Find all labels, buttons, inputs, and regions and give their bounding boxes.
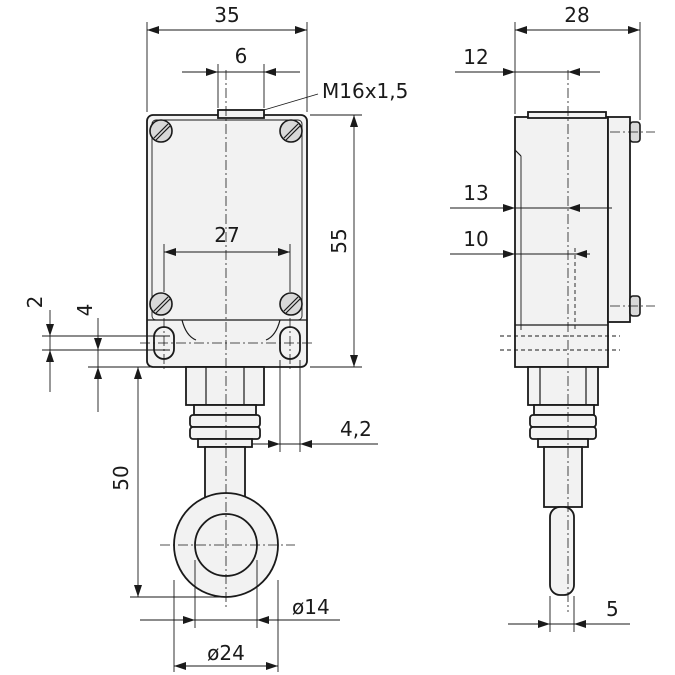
side-housing-step	[514, 149, 522, 157]
dim-thread-6: 6	[182, 44, 300, 108]
dim-lever-50: 50	[109, 366, 226, 598]
dim-d14-label: ø14	[292, 595, 330, 619]
screw-top-left	[149, 119, 173, 143]
dim-28-label: 28	[564, 3, 589, 27]
dim-offset-10: 10	[450, 227, 590, 258]
side-top-boss	[527, 111, 607, 119]
dim-roller-d14: ø14	[140, 560, 340, 628]
dim-12-label: 12	[463, 45, 488, 69]
dim-50-label: 50	[109, 465, 133, 490]
front-flange-notch	[181, 319, 281, 341]
dim-height-55: 55	[310, 114, 362, 368]
dim-plunger-5: 5	[508, 596, 630, 632]
front-view: 35 6 M16x1,5 27	[23, 3, 408, 672]
dim-27-label: 27	[214, 223, 239, 247]
side-collar-2	[529, 414, 597, 428]
front-collar-3	[189, 426, 261, 440]
side-collar-1	[533, 404, 595, 416]
dim-width-35: 35	[146, 3, 308, 112]
side-shaft	[543, 446, 583, 508]
side-collar-3	[529, 426, 597, 440]
dim-6-label: 6	[235, 44, 248, 68]
front-collar-2	[189, 414, 261, 428]
side-cover-plate	[607, 116, 631, 323]
screw-bottom-left	[149, 292, 173, 316]
dim-55-label: 55	[327, 228, 351, 253]
dim-4-2-label: 4,2	[340, 417, 372, 441]
dim-offset-2: 2	[23, 296, 170, 392]
dim-offset-13: 13	[450, 181, 612, 212]
dim-10-label: 10	[463, 227, 488, 251]
dim-depth-28: 28	[514, 3, 641, 120]
dim-2-label: 2	[23, 296, 47, 309]
front-thread-boss	[217, 109, 265, 119]
side-housing	[514, 116, 609, 368]
dim-35-label: 35	[214, 3, 239, 27]
dim-offset-12: 12	[455, 45, 600, 76]
screw-top-right	[279, 119, 303, 143]
dim-hole-4-2: 4,2	[252, 360, 378, 452]
dim-hole-spacing-27: 27	[163, 223, 291, 292]
side-view: 28 12 13 10 5	[450, 3, 655, 632]
dim-5-label: 5	[606, 597, 619, 621]
dim-13-label: 13	[463, 181, 488, 205]
screw-bottom-right	[279, 292, 303, 316]
thread-spec-label: M16x1,5	[322, 79, 408, 103]
dim-roller-d24: ø24	[173, 580, 279, 672]
front-collar-4	[197, 438, 253, 448]
side-hex-nut	[527, 366, 599, 406]
side-plunger	[549, 506, 575, 596]
dim-4-label: 4	[73, 304, 97, 317]
front-hex-nut	[185, 366, 265, 406]
side-collar-4	[537, 438, 589, 448]
dim-thread-spec: M16x1,5	[263, 79, 408, 111]
dim-d24-label: ø24	[207, 641, 245, 665]
front-collar-1	[193, 404, 257, 416]
